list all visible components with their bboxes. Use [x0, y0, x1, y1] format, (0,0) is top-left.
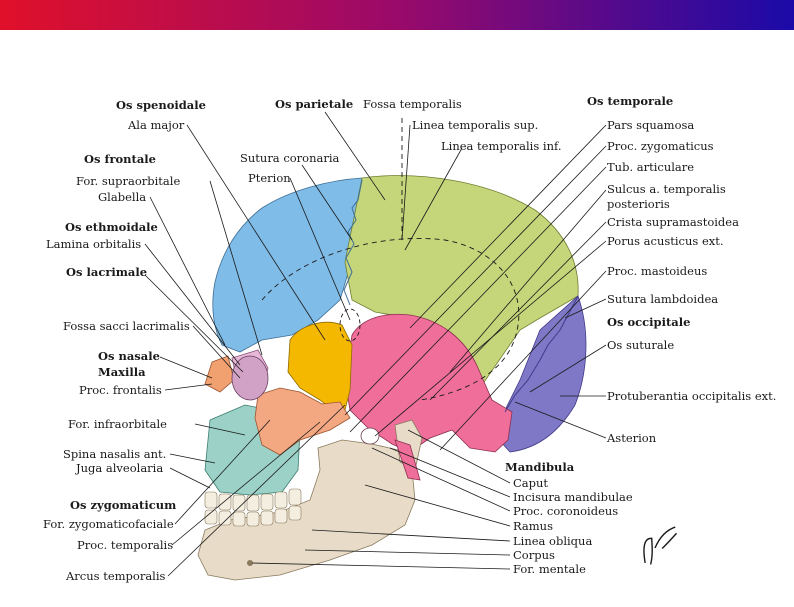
label-spina-nasalis: Spina nasalis ant.: [63, 447, 166, 461]
sphenoid-bone: [287, 321, 353, 413]
label-linea-inf: Linea temporalis inf.: [441, 139, 562, 153]
label-mandibula: Mandibula: [505, 460, 575, 474]
label-os-lacrimale: Os lacrimale: [66, 265, 147, 279]
label-os-occipitale: Os occipitale: [607, 315, 690, 329]
title-banner: [0, 0, 794, 30]
labels-left: Os spenoidale Ala major Os frontale For.…: [43, 98, 206, 583]
label-os-spenoidale: Os spenoidale: [116, 98, 206, 112]
label-proc-temporalis: Proc. temporalis: [77, 538, 173, 552]
signature-stroke: [643, 526, 678, 565]
temporal-lines: [261, 237, 520, 401]
zygomatic-bone: [254, 387, 351, 456]
nasal-bone: [204, 355, 235, 393]
label-incisura: Incisura mandibulae: [513, 490, 633, 504]
label-ramus: Ramus: [513, 519, 553, 533]
labels-top: Os parietale Fossa temporalis Linea temp…: [240, 97, 562, 185]
label-corpus: Corpus: [513, 548, 555, 562]
occipital-bone: [489, 295, 587, 453]
label-sulcus-1: Sulcus a. temporalis: [607, 182, 726, 196]
label-os-ethmoidale: Os ethmoidale: [65, 220, 158, 234]
label-os-temporale: Os temporale: [587, 94, 673, 108]
label-juga-alveolaria: Juga alveolaria: [75, 461, 163, 475]
label-sutura-lambdoidea: Sutura lambdoidea: [607, 292, 718, 306]
label-porus: Porus acusticus ext.: [607, 234, 724, 248]
pterion-marker: [339, 308, 361, 342]
label-os-nasale: Os nasale: [98, 349, 160, 363]
label-linea-obliqua: Linea obliqua: [513, 534, 592, 548]
label-arcus-temporalis: Arcus temporalis: [65, 569, 166, 583]
label-for-zygomaticofaciale: For. zygomaticofaciale: [43, 517, 174, 531]
label-for-infraorbitale: For. infraorbitale: [68, 417, 167, 431]
label-protuberantia: Protuberantia occipitalis ext.: [607, 389, 776, 403]
label-for-mentale: For. mentale: [513, 562, 586, 576]
label-glabella: Glabella: [98, 190, 146, 204]
label-caput: Caput: [513, 476, 548, 490]
label-os-frontale: Os frontale: [84, 152, 156, 166]
labels-mandible: Mandibula Caput Incisura mandibulae Proc…: [505, 460, 633, 576]
label-linea-sup: Linea temporalis sup.: [412, 118, 538, 132]
label-proc-zygomaticus: Proc. zygomaticus: [607, 139, 714, 153]
label-proc-frontalis: Proc. frontalis: [79, 383, 162, 397]
labels-right: Os temporale Pars squamosa Proc. zygomat…: [587, 94, 776, 445]
label-fossa-sacci: Fossa sacci lacrimalis: [63, 319, 190, 333]
upper-teeth: [204, 488, 302, 512]
orbit: [231, 355, 269, 401]
label-pars-squamosa: Pars squamosa: [607, 118, 694, 132]
label-proc-coronoideus: Proc. coronoideus: [513, 504, 618, 518]
label-for-supraorbitale: For. supraorbitale: [76, 174, 180, 188]
label-sutura-coronaria: Sutura coronaria: [240, 151, 340, 165]
label-os-suturale: Os suturale: [607, 338, 674, 352]
mastoid-process: [394, 439, 421, 481]
label-crista: Crista supramastoidea: [607, 215, 739, 229]
lower-teeth: [204, 505, 302, 527]
mental-foramen: [247, 560, 253, 566]
porus-acusticus: [360, 427, 380, 445]
label-maxilla: Maxilla: [98, 365, 146, 379]
label-tub-articulare: Tub. articulare: [607, 160, 694, 174]
label-sulcus-2: posterioris: [607, 197, 670, 211]
frontal-bone: [212, 177, 363, 353]
label-fossa-temporalis: Fossa temporalis: [363, 97, 462, 111]
artist-signature: [643, 526, 678, 565]
label-os-zygomaticum: Os zygomaticum: [70, 498, 176, 512]
label-asterion: Asterion: [606, 431, 657, 445]
label-lamina-orbitalis: Lamina orbitalis: [46, 237, 141, 251]
leader-lines: [144, 111, 607, 577]
label-os-parietale: Os parietale: [275, 97, 353, 111]
label-ala-major: Ala major: [127, 118, 185, 132]
label-pterion: Pterion: [248, 171, 291, 185]
label-proc-mastoideus: Proc. mastoideus: [607, 264, 707, 278]
